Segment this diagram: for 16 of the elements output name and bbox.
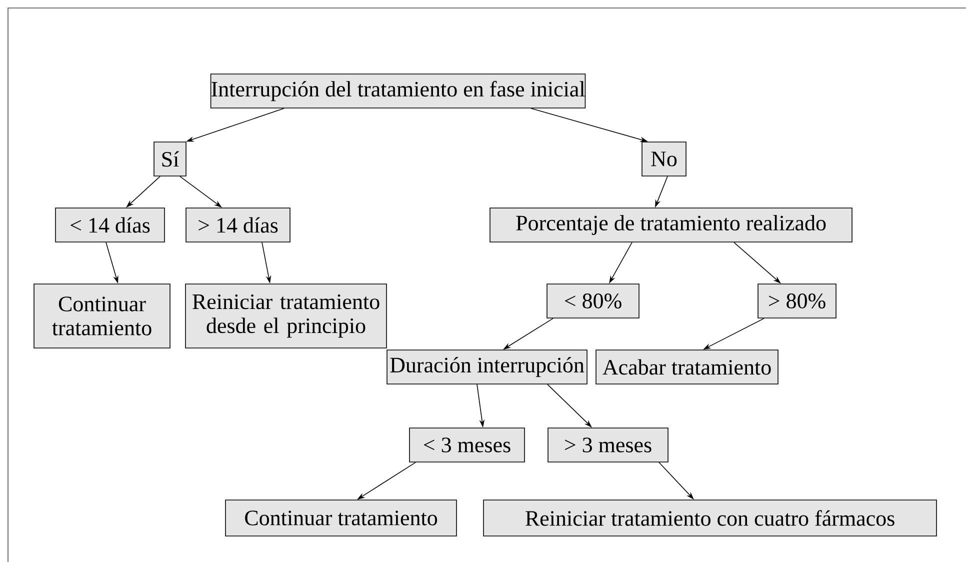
process-box: Duración interrupción	[386, 350, 588, 384]
process-box: Continuar tratamiento	[34, 284, 170, 348]
process-box: Reiniciar tratamiento desde el principio	[185, 284, 387, 348]
process-box: < 80%	[546, 284, 640, 318]
process-box: > 80%	[758, 284, 836, 318]
process-box: < 3 meses	[409, 428, 525, 462]
process-box: > 3 meses	[548, 428, 668, 462]
process-box: Continuar tratamiento	[225, 500, 457, 536]
process-box: > 14 días	[186, 208, 290, 242]
process-box: No	[642, 142, 686, 176]
process-box: Porcentaje de tratamiento realizado	[490, 208, 852, 242]
process-box: < 14 días	[55, 208, 165, 242]
process-box: Interrupción del tratamiento en fase inicial	[210, 74, 586, 108]
process-box: Reiniciar tratamiento con cuatro fármacos	[483, 500, 937, 536]
process-box: Sí	[154, 142, 186, 176]
process-box: Acabar tratamiento	[596, 350, 778, 384]
